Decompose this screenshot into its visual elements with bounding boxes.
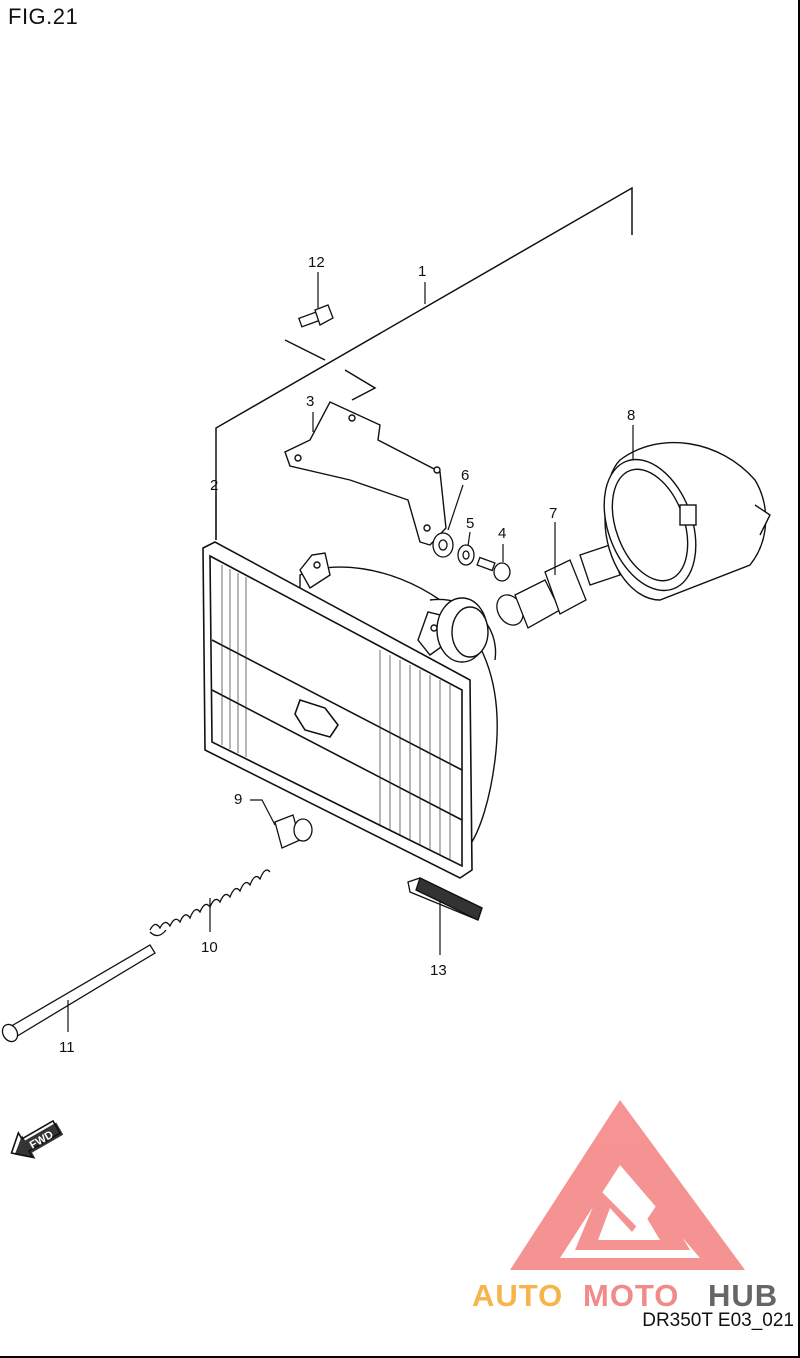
callout-7: 7 <box>549 505 557 522</box>
assembly-bracket-lines <box>215 186 633 540</box>
callout-12: 12 <box>308 254 325 271</box>
callout-11: 11 <box>59 1039 75 1056</box>
bolt-12 <box>297 304 334 328</box>
callout-3: 3 <box>306 393 314 410</box>
figure-code: DR350T E03_021 <box>642 1310 794 1331</box>
callout-9: 9 <box>234 791 242 808</box>
callout-1: 1 <box>418 263 426 280</box>
mounting-bracket <box>284 401 447 546</box>
watermark-logo <box>510 1100 745 1270</box>
watermark-moto: MOTO <box>583 1278 679 1313</box>
fwd-arrow-icon: FWD <box>10 1119 64 1159</box>
washer-6 <box>432 532 454 558</box>
callout-5: 5 <box>466 515 474 532</box>
watermark-auto: AUTO <box>472 1278 563 1313</box>
fwd-label: FWD <box>28 1129 56 1152</box>
callout-8: 8 <box>627 407 635 424</box>
lock-washer-5 <box>457 544 475 566</box>
callout-6: 6 <box>461 467 469 484</box>
bulb-7 <box>496 544 621 629</box>
callout-leaders <box>67 272 634 1032</box>
lens-ribbing <box>221 565 451 860</box>
callout-labels: 1 2 3 4 5 6 7 8 9 10 11 12 13 <box>59 254 635 1056</box>
clip-9 <box>274 814 313 849</box>
callout-4: 4 <box>498 525 506 542</box>
callout-10: 10 <box>201 939 218 956</box>
rubber-strip-13 <box>407 877 483 921</box>
long-screw-11 <box>1 944 156 1043</box>
watermark-hub: HUB <box>708 1278 778 1313</box>
screw-4 <box>476 556 511 582</box>
figure-title: FIG.21 <box>8 4 79 29</box>
socket-cover-8 <box>603 441 771 601</box>
callout-2: 2 <box>210 477 218 494</box>
callout-13: 13 <box>430 962 447 979</box>
